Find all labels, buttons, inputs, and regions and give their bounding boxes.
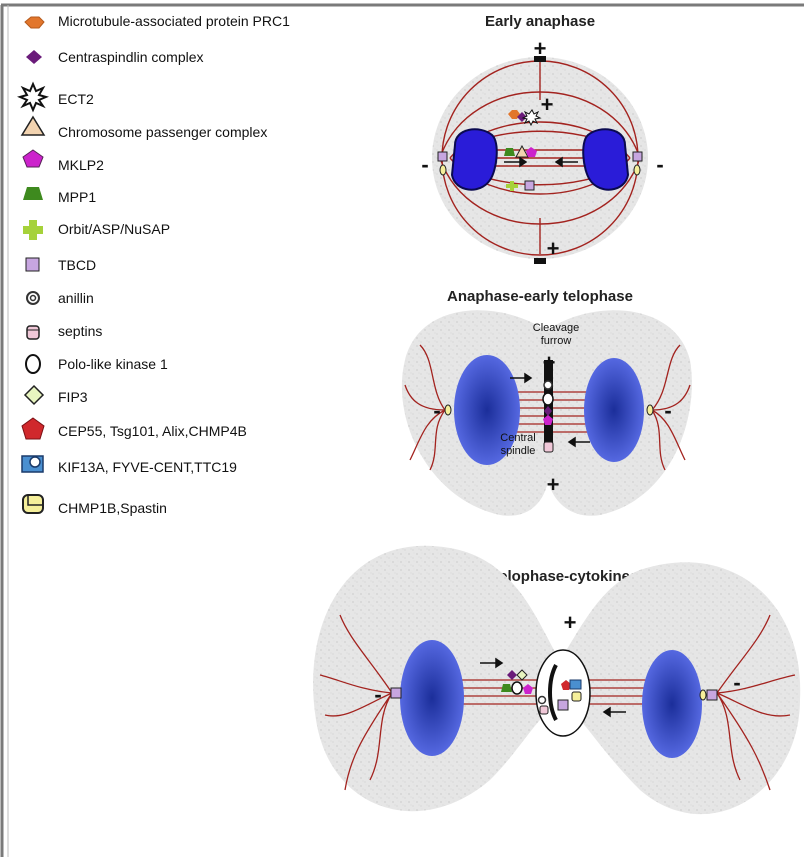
label-central: Central xyxy=(500,432,535,444)
legend-label-kif13a: KIF13A, FYVE-CENT,TTC19 xyxy=(58,459,237,475)
centriole-right-p3-icon xyxy=(700,690,706,700)
tbcd-left-p3-icon xyxy=(391,688,401,698)
legend-label-anillin: anillin xyxy=(58,290,94,306)
lavender-square-icon xyxy=(26,258,39,271)
legend-label-centraspindlin: Centraspindlin complex xyxy=(58,49,204,65)
anillin-p3-icon xyxy=(539,697,546,704)
starburst-icon xyxy=(20,84,46,110)
plus-sign-p2-top: + xyxy=(543,350,556,375)
label-spindle: spindle xyxy=(501,445,536,457)
plk1-p2-icon xyxy=(543,393,553,405)
legend-label-ect2: ECT2 xyxy=(58,91,94,107)
nucleus-right-p2 xyxy=(584,358,644,462)
centriole-right-icon xyxy=(634,165,640,175)
chromosome-mass-left xyxy=(452,129,497,189)
plk1-p3-icon xyxy=(512,682,522,694)
septins-p3-icon xyxy=(540,706,548,714)
legend-label-fip3: FIP3 xyxy=(58,389,88,405)
midbody-ring xyxy=(536,650,590,736)
centriole-left-p2-icon xyxy=(445,405,451,415)
panel-title-anaphase-telophase: Anaphase-early telophase xyxy=(447,288,633,305)
white-oval-icon xyxy=(26,355,40,373)
legend-label-tbcd: TBCD xyxy=(58,257,96,273)
pink-cylinder-icon xyxy=(27,326,39,339)
minus-sign-left: - xyxy=(421,152,428,177)
plus-sign-top: + xyxy=(534,36,547,61)
panel-title-early-anaphase: Early anaphase xyxy=(485,13,595,30)
nucleus-right-p3 xyxy=(642,650,702,758)
minus-sign-p2-left: - xyxy=(433,398,440,423)
plus-sign-bottom: + xyxy=(547,236,560,261)
blue-square-circle-icon xyxy=(22,456,43,472)
plus-sign-p2-bottom: + xyxy=(547,472,560,497)
legend-label-prc1: Microtubule-associated protein PRC1 xyxy=(58,13,290,29)
panel-anaphase-early-telophase: Anaphase-early telophase Cleavage fur xyxy=(402,288,692,516)
legend-label-orbit: Orbit/ASP/NuSAP xyxy=(58,221,170,237)
centriole-left-icon xyxy=(440,165,446,175)
centriole-right-p2-icon xyxy=(647,405,653,415)
plus-sign-upper: + xyxy=(541,92,554,117)
minus-sign-p2-right: - xyxy=(664,398,671,423)
legend-label-septins: septins xyxy=(58,323,102,339)
kif13a-p3-icon xyxy=(570,680,581,689)
legend-label-cep55: CEP55, Tsg101, Alix,CHMP4B xyxy=(58,423,247,439)
minus-sign-p3-right: - xyxy=(733,670,740,695)
tbcd-right-icon xyxy=(633,152,642,161)
chromosome-mass-right xyxy=(583,129,628,189)
pole-bar-bottom xyxy=(534,258,546,264)
tbcd-left-icon xyxy=(438,152,447,161)
legend-label-cpc: Chromosome passenger complex xyxy=(58,124,267,140)
plus-sign-p3: + xyxy=(564,610,577,635)
septins-p2-icon xyxy=(544,442,553,452)
label-cleavage: Cleavage xyxy=(533,322,579,334)
ring-icon xyxy=(27,292,39,304)
tbcd-mid-p3-icon xyxy=(558,700,568,710)
tbcd-mid-icon xyxy=(525,181,534,190)
nucleus-left-p3 xyxy=(400,640,464,756)
minus-sign-right: - xyxy=(656,152,663,177)
yellow-rounded-square-icon xyxy=(23,495,43,513)
legend-label-mpp1: MPP1 xyxy=(58,189,96,205)
chmp1b-p3-icon xyxy=(572,692,581,701)
anillin-p2-icon xyxy=(544,381,552,389)
minus-sign-p3-left: - xyxy=(374,682,381,707)
legend-label-chmp1b: CHMP1B,Spastin xyxy=(58,500,167,516)
tbcd-right-p3-icon xyxy=(707,690,717,700)
legend-label-mklp2: MKLP2 xyxy=(58,157,104,173)
label-furrow: furrow xyxy=(541,335,572,347)
legend-label-plk1: Polo-like kinase 1 xyxy=(58,356,168,372)
